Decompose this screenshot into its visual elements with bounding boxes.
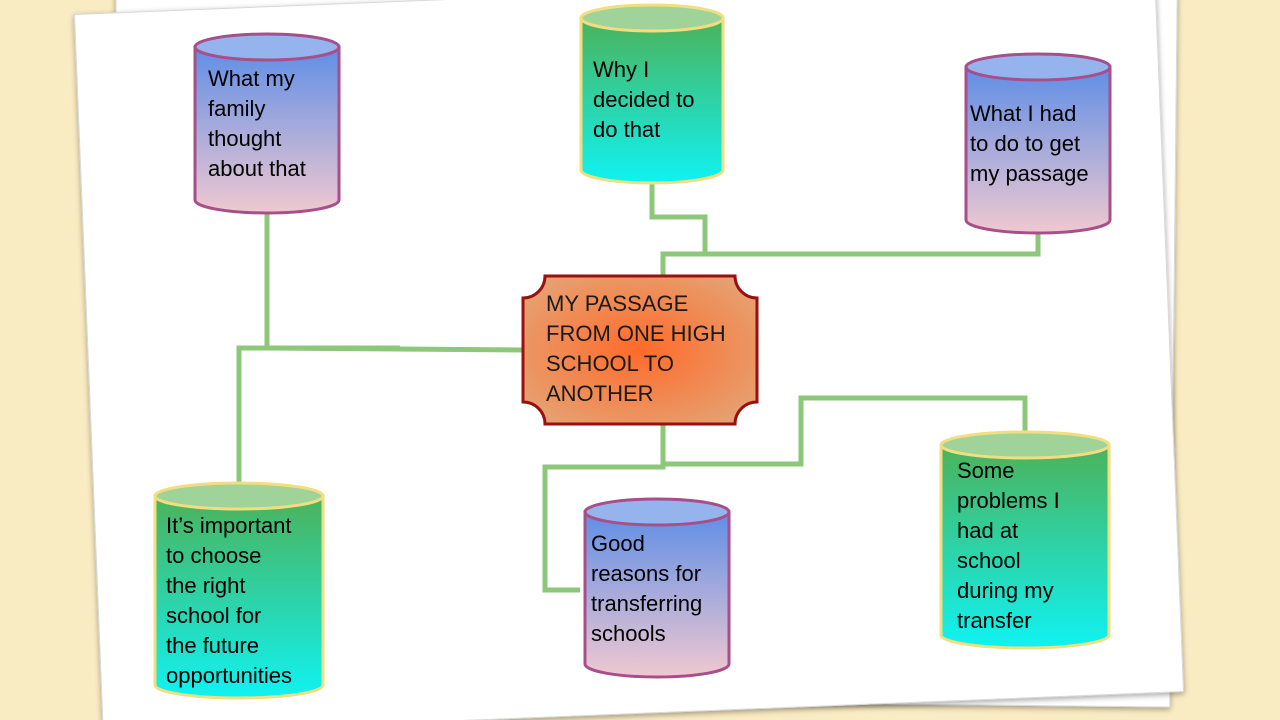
central-topic-shape xyxy=(521,274,759,426)
node-important-label: It’s important to choose the right schoo… xyxy=(166,513,292,688)
cylinder-body xyxy=(153,494,325,700)
connector-important xyxy=(236,345,400,485)
node-good-reasons xyxy=(583,497,731,679)
cylinder-body xyxy=(579,16,725,185)
cylinder-body xyxy=(193,45,341,215)
node-passage-steps xyxy=(964,52,1112,235)
cylinder-body xyxy=(964,65,1112,235)
connector-reasons xyxy=(542,424,666,593)
node-reasons-label: Good reasons for transferring schools xyxy=(591,531,703,646)
connector-family xyxy=(264,212,523,353)
node-transfer-problems xyxy=(939,430,1111,650)
central-topic-label: MY PASSAGE FROM ONE HIGH SCHOOL TO ANOTH… xyxy=(546,291,726,406)
connector-lines xyxy=(236,182,1041,593)
cylinder-body xyxy=(939,443,1111,650)
node-family-thoughts xyxy=(193,32,341,215)
cylinder-cap xyxy=(153,481,325,511)
cylinder-body xyxy=(583,510,731,679)
node-problems-label: Some problems I had at school during my … xyxy=(957,458,1060,633)
node-family-label: What my family thought about that xyxy=(208,66,306,181)
node-why-decided xyxy=(579,3,725,185)
cylinder-cap xyxy=(583,497,731,527)
node-passage-label: What I had to do to get my passage xyxy=(970,101,1089,186)
cylinder-cap xyxy=(193,32,341,62)
cylinder-cap xyxy=(964,52,1112,82)
connector-passage xyxy=(660,233,1041,276)
cylinder-cap xyxy=(579,3,725,33)
cylinder-cap xyxy=(939,430,1111,460)
connector-why xyxy=(649,182,708,252)
connector-problems xyxy=(663,395,1028,467)
node-choose-school xyxy=(153,481,325,700)
node-why-label: Why I decided to do that xyxy=(593,57,695,142)
